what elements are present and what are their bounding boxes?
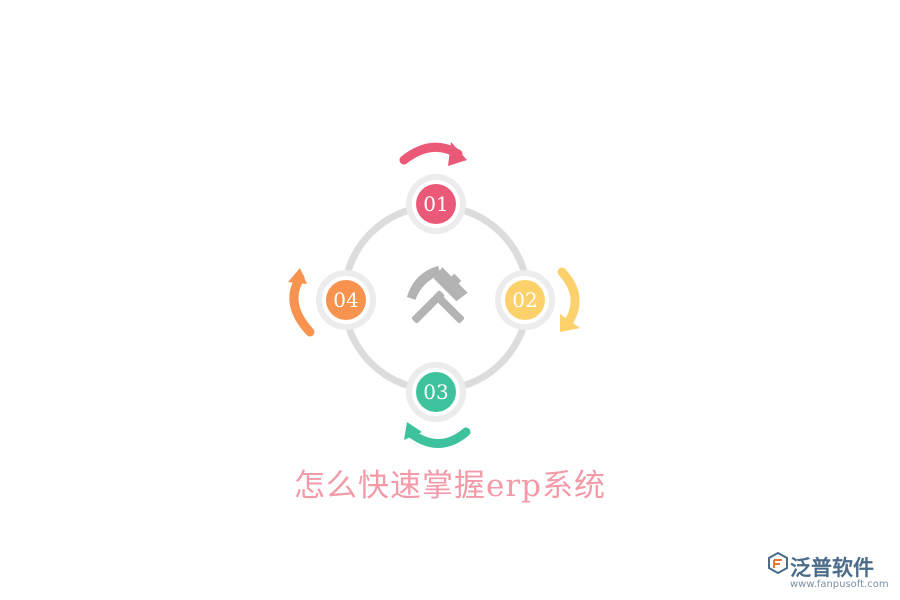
node-03: 03 [406,362,466,422]
arrow-top [399,142,467,166]
fanpu-logo-icon [768,552,788,574]
node-03-label: 03 [423,380,448,404]
diagram-caption: 怎么快速掌握erp系统 [293,468,606,504]
arrow-bottom [404,422,471,448]
node-02-label: 02 [512,288,537,312]
node-04: 04 [316,270,376,330]
arrow-right [557,267,580,332]
hammer-pickaxe-icon [406,265,468,324]
brand-name: 泛普软件 [790,556,874,580]
arrow-left [288,268,315,337]
node-01: 01 [406,174,466,234]
node-02: 02 [495,270,555,330]
node-04-label: 04 [333,288,358,312]
brand-url: www.fanpusoft.com [790,579,889,590]
brand-watermark: 泛普软件 www.fanpusoft.com [768,552,889,596]
node-01-label: 01 [423,192,448,216]
